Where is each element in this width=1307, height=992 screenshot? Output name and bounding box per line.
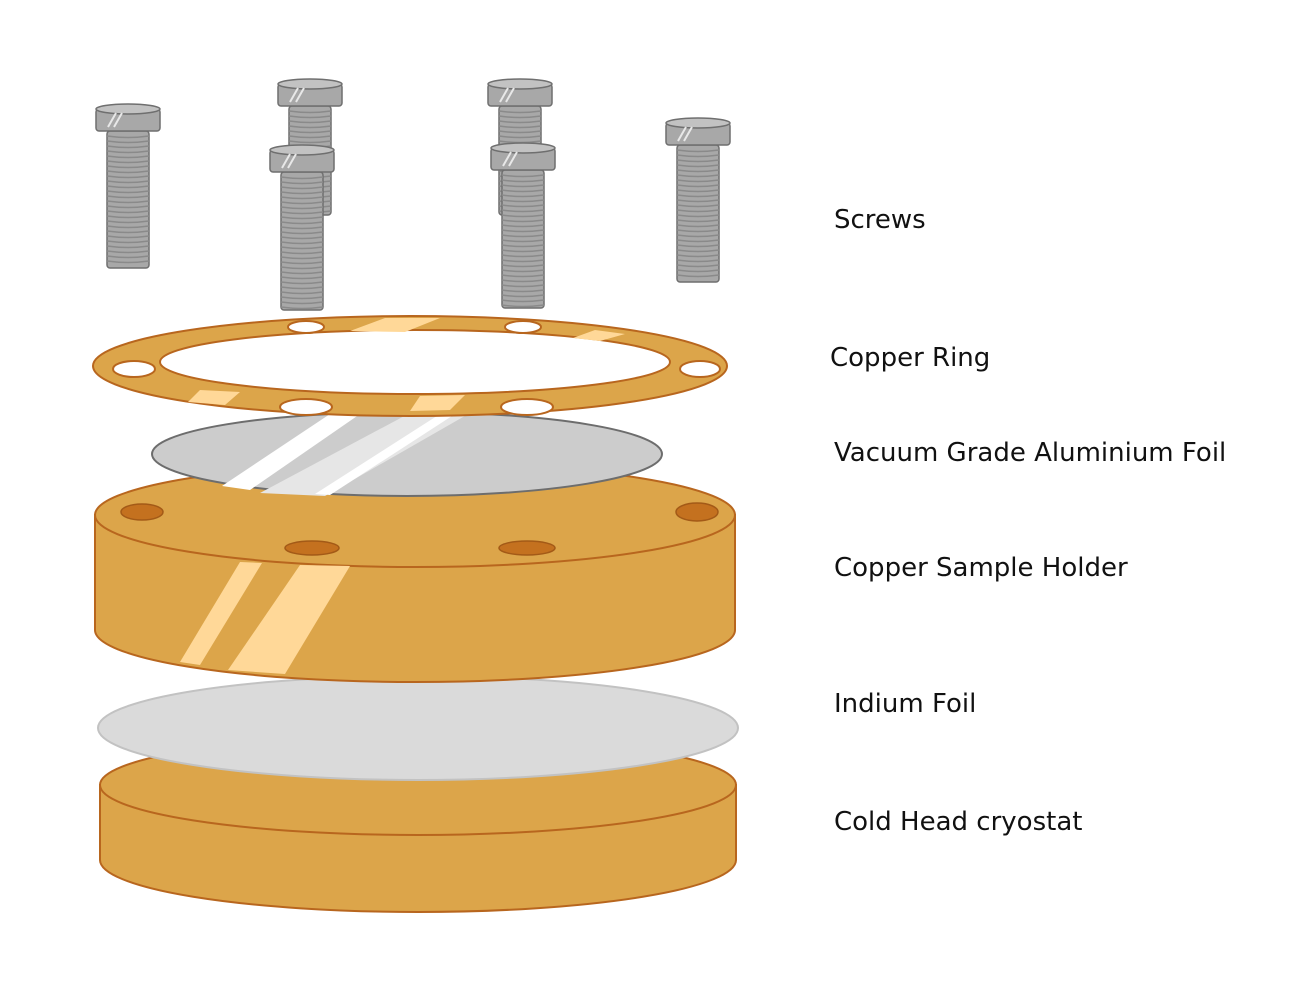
- sample-holder-hole-left: [120, 503, 164, 521]
- screw-icon: [665, 117, 731, 283]
- label-copper-ring: Copper Ring: [830, 343, 991, 373]
- copper-ring-glare-3: [188, 390, 240, 405]
- aluminium-foil-glare-3: [315, 414, 455, 495]
- label-cold-head-cryostat: Cold Head cryostat: [834, 807, 1083, 837]
- screw-icon: [269, 144, 335, 311]
- sample-holder-hole-front-left: [284, 540, 340, 556]
- label-indium-foil: Indium Foil: [834, 689, 977, 719]
- label-copper-sample-holder: Copper Sample Holder: [834, 553, 1128, 583]
- copper-sample-holder: [94, 462, 736, 683]
- copper-ring-glare-4: [410, 395, 465, 411]
- copper-ring-hole-front-left: [279, 398, 333, 416]
- copper-ring: [91, 315, 729, 417]
- sample-holder-hole-front-right: [498, 540, 556, 556]
- indium-foil: [97, 675, 739, 781]
- screw-icon: [95, 103, 161, 269]
- label-aluminium-foil: Vacuum Grade Aluminium Foil: [834, 438, 1227, 468]
- label-screws: Screws: [834, 205, 926, 235]
- copper-ring-glare-1: [350, 318, 440, 332]
- sample-holder-hole-right: [675, 502, 719, 522]
- copper-ring-hole-back-right: [504, 320, 542, 334]
- screw-icon: [490, 142, 556, 309]
- copper-ring-hole-left: [112, 360, 156, 378]
- copper-ring-hole-back-left: [287, 320, 325, 334]
- aluminium-foil: [151, 411, 663, 497]
- sample-holder-glare-2: [228, 565, 350, 674]
- copper-ring-glare-2: [573, 330, 625, 341]
- aluminium-foil-glare-1: [222, 414, 360, 490]
- sample-holder-glare-1: [180, 562, 262, 665]
- copper-ring-hole-front-right: [500, 398, 554, 416]
- copper-ring-hole-right: [679, 360, 721, 378]
- screws-group: [95, 78, 731, 311]
- copper-ring-body: [91, 315, 729, 417]
